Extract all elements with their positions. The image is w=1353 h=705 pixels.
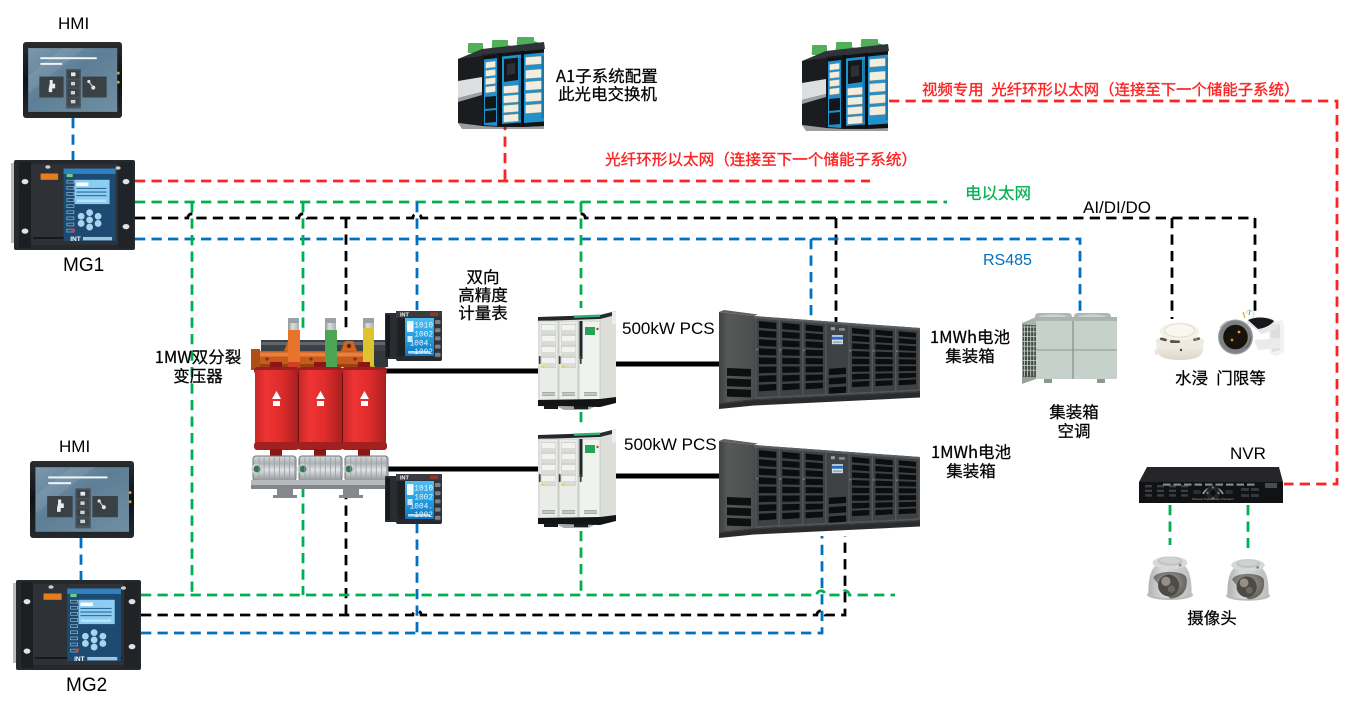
svg-text:MG1: MG1	[63, 255, 104, 276]
svg-text:1004.: 1004.	[410, 341, 433, 349]
svg-text:1002: 1002	[414, 495, 433, 503]
svg-text:500kW PCS: 500kW PCS	[622, 319, 715, 338]
svg-text:RS485: RS485	[983, 252, 1032, 269]
svg-text:1004.: 1004.	[410, 504, 433, 512]
svg-text:Network Digital Video Recorder: Network Digital Video Recorder	[1192, 497, 1234, 501]
svg-text:NVR: NVR	[1230, 444, 1266, 463]
svg-text:MG2: MG2	[66, 675, 107, 696]
svg-text:1010: 1010	[414, 486, 433, 494]
svg-text:AI/DI/DO: AI/DI/DO	[1083, 198, 1151, 217]
svg-text:INT: INT	[74, 656, 85, 663]
svg-text:500kW PCS: 500kW PCS	[624, 435, 717, 454]
svg-text:INT: INT	[400, 476, 410, 482]
svg-text:1010: 1010	[414, 323, 433, 331]
svg-text:HMI: HMI	[58, 14, 89, 33]
svg-text:INT: INT	[400, 313, 410, 319]
svg-text:1002: 1002	[414, 332, 433, 340]
svg-text:HMI: HMI	[59, 437, 90, 456]
svg-text:INT: INT	[70, 236, 81, 243]
